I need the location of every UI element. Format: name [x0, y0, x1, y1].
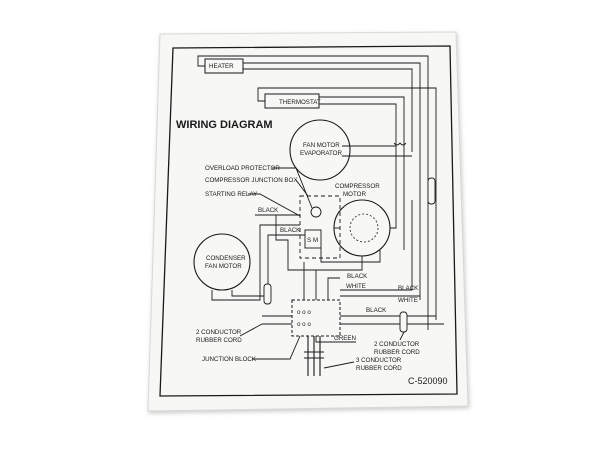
junction-block-leader — [252, 335, 301, 360]
junction-terminals-bottom: o o o — [297, 321, 311, 328]
compressor-inner-circle — [349, 213, 379, 243]
compressor-motor-label-2: MOTOR — [343, 191, 366, 198]
cord-left-wire — [262, 315, 292, 325]
cord-right-leader — [399, 331, 405, 341]
compressor-motor-label-1: COMPRESSOR — [335, 183, 380, 190]
condenser-fan-motor-label-2: FAN MOTOR — [205, 263, 242, 270]
relay-terminal-marks: S M — [307, 237, 318, 244]
cord-bottom-label-2: RUBBER CORD — [356, 365, 402, 372]
cord-left-label-1: 2 CONDUCTOR — [196, 329, 242, 336]
compressor-junction-box-label: COMPRESSOR JUNCTION BOX — [205, 177, 297, 184]
diagram-code: C-520090 — [408, 376, 448, 386]
thermostat-label: THERMOSTAT — [279, 99, 321, 106]
fan-motor-evaporator-label-1: FAN MOTOR — [303, 142, 340, 149]
wire-label-black-5: BLACK — [366, 307, 387, 314]
condenser-wire-oval — [263, 283, 272, 305]
compressor-lead-2 — [275, 215, 363, 271]
overload-protector-label: OVERLOAD PROTECTOR — [205, 165, 280, 172]
cord-left-leader — [239, 323, 263, 337]
wire-junction-oval — [427, 177, 436, 205]
cord-oval-right — [399, 311, 408, 333]
diagram-frame — [159, 45, 458, 397]
junction-wire-up-3 — [327, 277, 340, 300]
green-wire — [315, 336, 356, 343]
compressor-junction-box — [299, 195, 341, 259]
leader-junction-box — [295, 179, 309, 197]
fan-motor-evaporator-circle — [289, 119, 351, 181]
black-white-run-1 — [340, 200, 413, 291]
overload-protector-symbol — [310, 206, 322, 218]
wire-label-black-1: BLACK — [258, 207, 279, 214]
wire-label-black-4: BLACK — [398, 285, 419, 292]
condenser-fan-motor-label-1: CONDENSER — [206, 255, 246, 262]
thermostat-wire-1 — [319, 96, 405, 250]
wire-label-white-2: WHITE — [398, 297, 418, 304]
cord-bottom-leader — [323, 361, 355, 369]
cord-left-label-2: RUBBER CORD — [196, 337, 242, 344]
fan-coil-mark — [393, 142, 407, 146]
cord-right-label-2: RUBBER CORD — [374, 349, 420, 356]
heater-wire-1 — [243, 62, 421, 300]
leader-starting-relay — [248, 193, 301, 217]
starting-relay-label: STARTING RELAY — [205, 191, 257, 198]
fan-motor-evaporator-label-2: EVAPORATOR — [300, 150, 342, 157]
wire-label-black-2: BLACK — [280, 227, 301, 234]
junction-block-label: JUNCTION BLOCK — [202, 356, 257, 363]
condenser-fan-motor-circle — [193, 233, 251, 291]
cord-bottom-label-1: 3 CONDUCTOR — [356, 357, 402, 364]
bottom-cord-plug — [304, 351, 324, 359]
heater-label: HEATER — [209, 63, 234, 70]
cord-right-label-1: 2 CONDUCTOR — [374, 341, 420, 348]
starting-relay-box — [304, 229, 322, 249]
wire-label-white-1: WHITE — [346, 283, 366, 290]
condenser-wire-1 — [211, 224, 300, 301]
compressor-lead-3 — [390, 148, 397, 229]
wire-label-black-3: BLACK — [347, 273, 368, 280]
heater-wire-2 — [243, 68, 413, 152]
diagram-title: WIRING DIAGRAM — [176, 119, 273, 131]
junction-terminals-top: o o o — [297, 309, 311, 316]
thermostat-wire-3 — [257, 87, 437, 320]
compressor-lead-4 — [320, 248, 381, 263]
wire-label-green: GREEN — [334, 335, 356, 342]
bottom-cord-wires — [307, 336, 321, 376]
thermostat-wire-2 — [319, 103, 397, 148]
heater-wire-3 — [197, 55, 429, 330]
